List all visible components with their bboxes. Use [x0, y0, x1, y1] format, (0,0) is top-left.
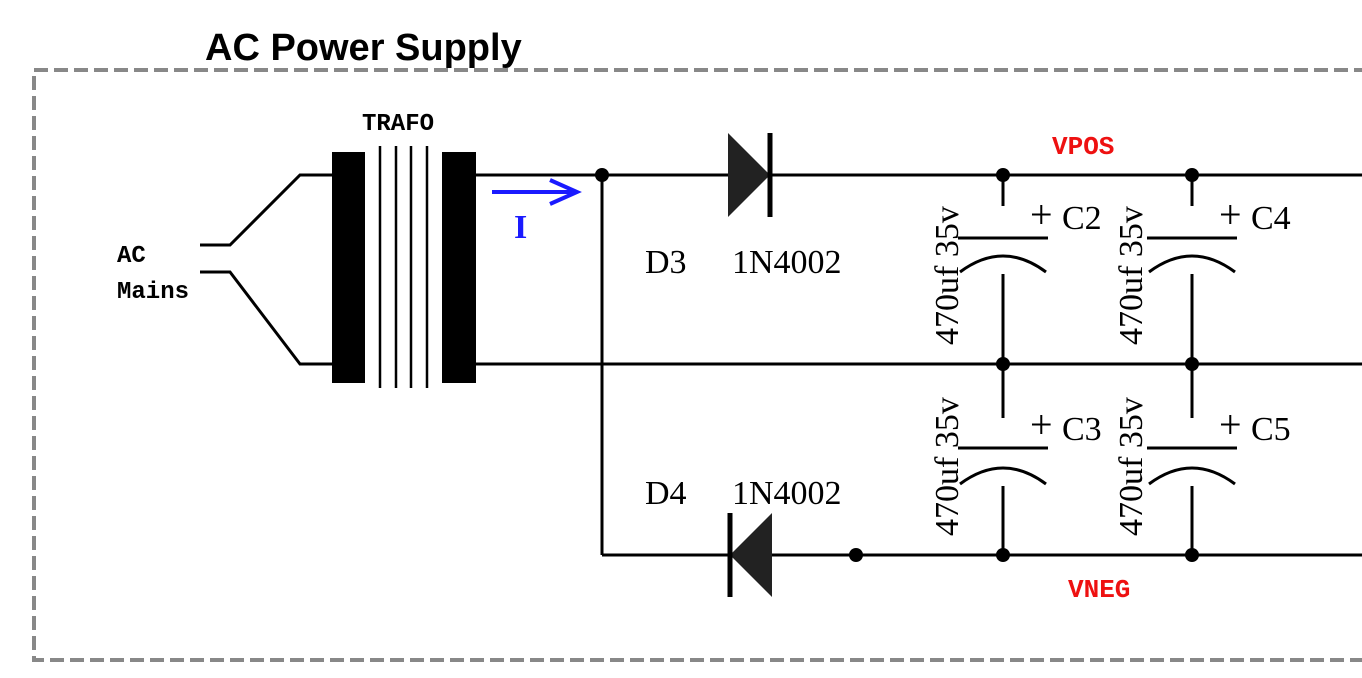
- capacitor-c3-value: 470uf 35v: [929, 397, 966, 536]
- junction-dot: [996, 357, 1010, 371]
- mains-input-leads: [200, 173, 332, 366]
- transformer: TRAFO: [332, 111, 476, 388]
- capacitor-c2: + C2 470uf 35v: [929, 192, 1102, 345]
- junction-dot: [996, 168, 1010, 182]
- ac-mains-label-line2: Mains: [117, 279, 189, 306]
- diode-d4-part: 1N4002: [732, 475, 842, 512]
- junction-dot: [996, 548, 1010, 562]
- junction-dot: [849, 548, 863, 562]
- capacitor-c5: + C5 470uf 35v: [1113, 397, 1291, 536]
- ac-mains-label-line1: AC: [117, 243, 146, 270]
- diode-d4: [727, 513, 772, 597]
- capacitor-c4: + C4 470uf 35v: [1113, 192, 1291, 345]
- net-label-vpos: VPOS: [1052, 132, 1114, 162]
- transformer-label: TRAFO: [362, 111, 434, 138]
- capacitor-c4-plus: +: [1219, 192, 1242, 237]
- diode-d3-triangle: [728, 133, 770, 217]
- junction-dot: [1185, 357, 1199, 371]
- capacitor-c2-ref: C2: [1062, 200, 1102, 237]
- diode-d3: [728, 133, 773, 217]
- capacitor-c5-value: 470uf 35v: [1113, 397, 1150, 536]
- diode-d4-ref: D4: [645, 475, 687, 512]
- capacitor-c3-ref: C3: [1062, 411, 1102, 448]
- transformer-core: [378, 146, 429, 388]
- junction-dot: [595, 168, 609, 182]
- block-title: AC Power Supply: [205, 27, 522, 69]
- capacitor-c3: + C3 470uf 35v: [929, 397, 1102, 536]
- capacitor-c2-value: 470uf 35v: [929, 206, 966, 345]
- diode-d3-ref: D3: [645, 244, 687, 281]
- transformer-secondary-winding: [442, 152, 476, 383]
- current-arrow: [492, 178, 582, 206]
- net-label-vneg: VNEG: [1068, 575, 1130, 605]
- capacitor-c4-ref: C4: [1251, 200, 1291, 237]
- capacitor-c2-plus: +: [1030, 192, 1053, 237]
- junction-dots: [595, 168, 1199, 562]
- capacitor-c5-ref: C5: [1251, 411, 1291, 448]
- capacitor-c3-plus: +: [1030, 402, 1053, 447]
- current-label: I: [514, 209, 527, 246]
- dashed-block-border: [32, 68, 1362, 662]
- junction-dot: [1185, 168, 1199, 182]
- capacitor-c4-value: 470uf 35v: [1113, 206, 1150, 345]
- junction-dot: [1185, 548, 1199, 562]
- transformer-primary-winding: [332, 152, 365, 383]
- diode-d3-part: 1N4002: [732, 244, 842, 281]
- diode-d4-triangle: [730, 513, 772, 597]
- capacitor-c5-plus: +: [1219, 402, 1242, 447]
